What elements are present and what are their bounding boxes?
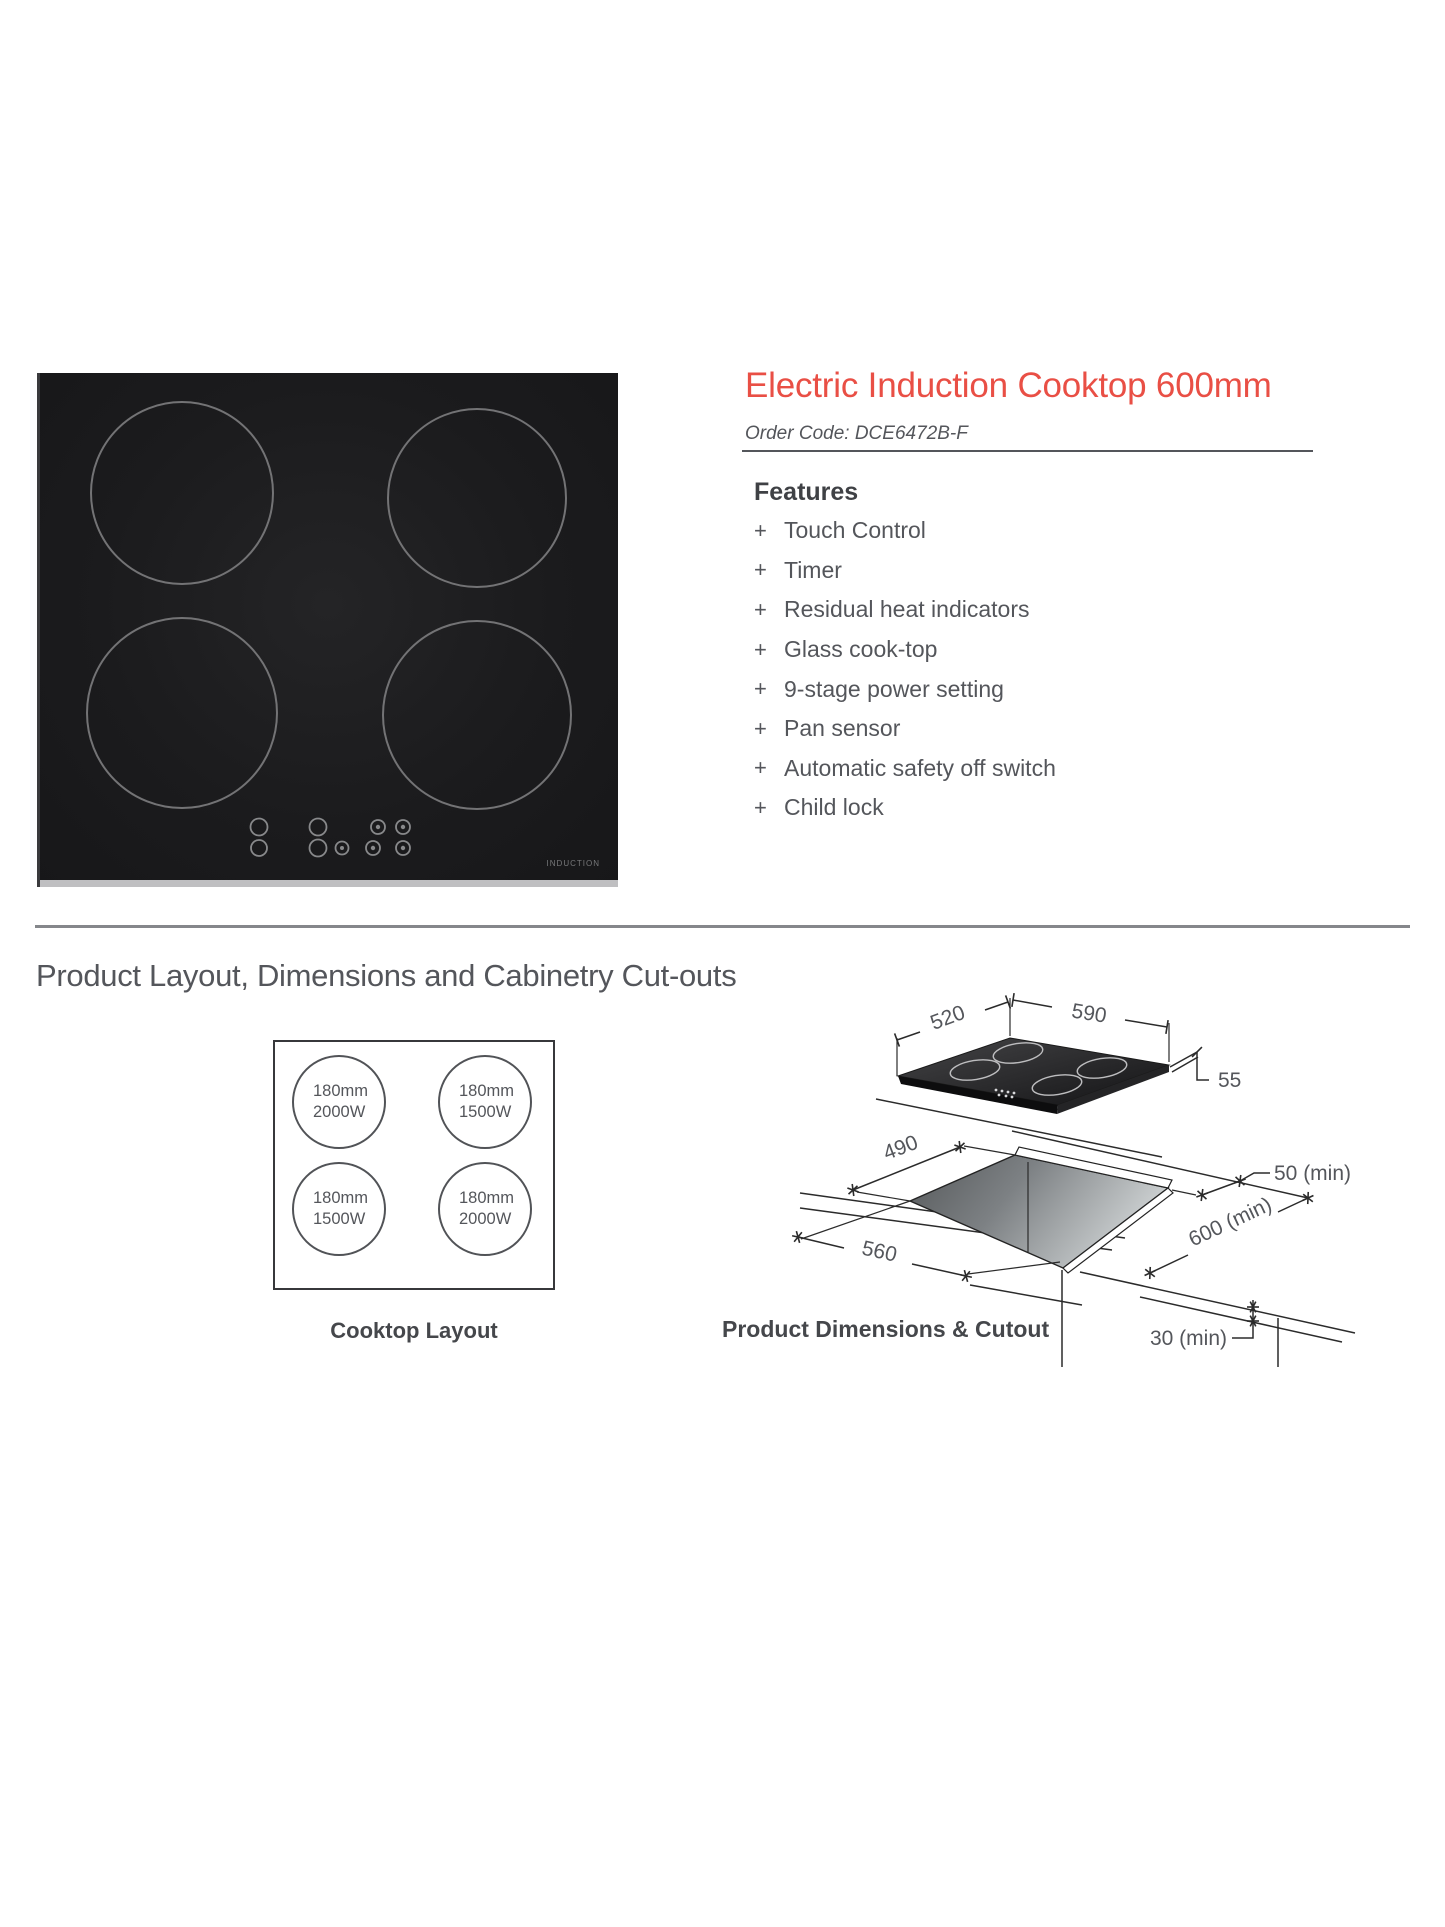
feature-label: 9-stage power setting (784, 675, 1004, 702)
dim-55-label: 55 (1218, 1069, 1241, 1092)
plus-bullet-icon: + (754, 636, 767, 662)
burner-power: 1500W (459, 1103, 512, 1121)
dim-590-label: 590 (1070, 999, 1108, 1027)
burner-size: 180mm (313, 1082, 369, 1101)
burner-spec-bottom-right: 180mm 2000W (438, 1162, 532, 1256)
feature-label: Automatic safety off switch (784, 754, 1056, 781)
feature-label: Glass cook-top (784, 636, 938, 663)
burner-size: 180mm (459, 1189, 515, 1208)
burner-spec-top-left: 180mm 2000W (292, 1055, 386, 1149)
cooktop-layout-caption: Cooktop Layout (330, 1318, 498, 1343)
isometric-cooktop: 520 590 55 (875, 992, 1241, 1158)
dim-600min-label: 600 (min) (1185, 1193, 1275, 1251)
burner-ring-bottom-right (382, 620, 572, 810)
burner-power: 1500W (313, 1210, 366, 1228)
dimensions-cutout-diagram: 520 590 55 (722, 992, 1356, 1367)
plus-bullet-icon: + (754, 557, 767, 583)
burner-spec-bottom-left: 180mm 1500W (292, 1162, 386, 1256)
burner-ring-bottom-left (86, 617, 278, 809)
separator-line (875, 1098, 1163, 1158)
features-heading: Features (754, 478, 859, 506)
features-list: + Touch Control + Timer + Residual heat ind… (754, 511, 1056, 828)
feature-item: + Pan sensor (754, 709, 1056, 749)
feature-label: Residual heat indicators (784, 596, 1030, 623)
section-divider (35, 925, 1410, 928)
cutout-drawing: 490 560 50 (min) 600 (min) 30 (722, 1130, 1356, 1367)
burner-spec-top-right: 180mm 1500W (438, 1055, 532, 1149)
feature-label: Pan sensor (784, 715, 901, 742)
feature-label: Child lock (784, 794, 884, 821)
touch-controls (249, 817, 411, 858)
dim-560-label: 560 (860, 1237, 899, 1267)
dimensions-caption: Product Dimensions & Cutout (722, 1316, 1049, 1342)
section-heading: Product Layout, Dimensions and Cabinetry… (36, 958, 737, 993)
feature-item: + Touch Control (754, 511, 1056, 551)
dim-50min-label: 50 (min) (1274, 1162, 1351, 1185)
plus-bullet-icon: + (754, 596, 767, 622)
feature-label: Touch Control (784, 517, 926, 544)
order-code-divider (742, 450, 1313, 452)
feature-item: + Glass cook-top (754, 630, 1056, 670)
plus-bullet-icon: + (754, 517, 767, 543)
dim-490-label: 490 (880, 1131, 921, 1165)
glass-front-edge (37, 880, 618, 887)
photo-left-edge (37, 373, 40, 887)
touch-control-glyphs (340, 824, 406, 851)
induction-brand-mark: INDUCTION (547, 859, 600, 868)
plus-bullet-icon: + (754, 755, 767, 781)
feature-item: +9-stage power setting (754, 669, 1056, 709)
feature-item: + Automatic safety off switch (754, 749, 1056, 789)
burner-power: 2000W (313, 1103, 366, 1121)
page-title: Electric Induction Cooktop 600mm (745, 366, 1272, 405)
order-code: Order Code: DCE6472B-F (745, 423, 968, 444)
plus-bullet-icon: + (754, 715, 767, 741)
burner-size: 180mm (459, 1082, 515, 1101)
burner-ring-top-right (387, 408, 567, 588)
feature-label: Timer (784, 556, 842, 583)
burner-power: 2000W (459, 1210, 512, 1228)
feature-item: + Residual heat indicators (754, 590, 1056, 630)
dim-520-label: 520 (927, 1001, 968, 1035)
feature-item: + Timer (754, 551, 1056, 591)
product-photo: INDUCTION (37, 373, 618, 887)
burner-ring-top-left (90, 401, 274, 585)
plus-bullet-icon: + (754, 676, 767, 702)
feature-item: + Child lock (754, 788, 1056, 828)
cooktop-layout-diagram: 180mm 2000W 180mm 1500W 180mm 1500W 180m… (273, 1040, 555, 1290)
slab-touch-dots (994, 1088, 1016, 1099)
cooktop-photo-graphic: INDUCTION (37, 373, 618, 887)
plus-bullet-icon: + (754, 794, 767, 820)
dim-30min-label: 30 (min) (1150, 1327, 1227, 1350)
burner-size: 180mm (313, 1189, 369, 1208)
slab-burner-rings (949, 1042, 1128, 1096)
